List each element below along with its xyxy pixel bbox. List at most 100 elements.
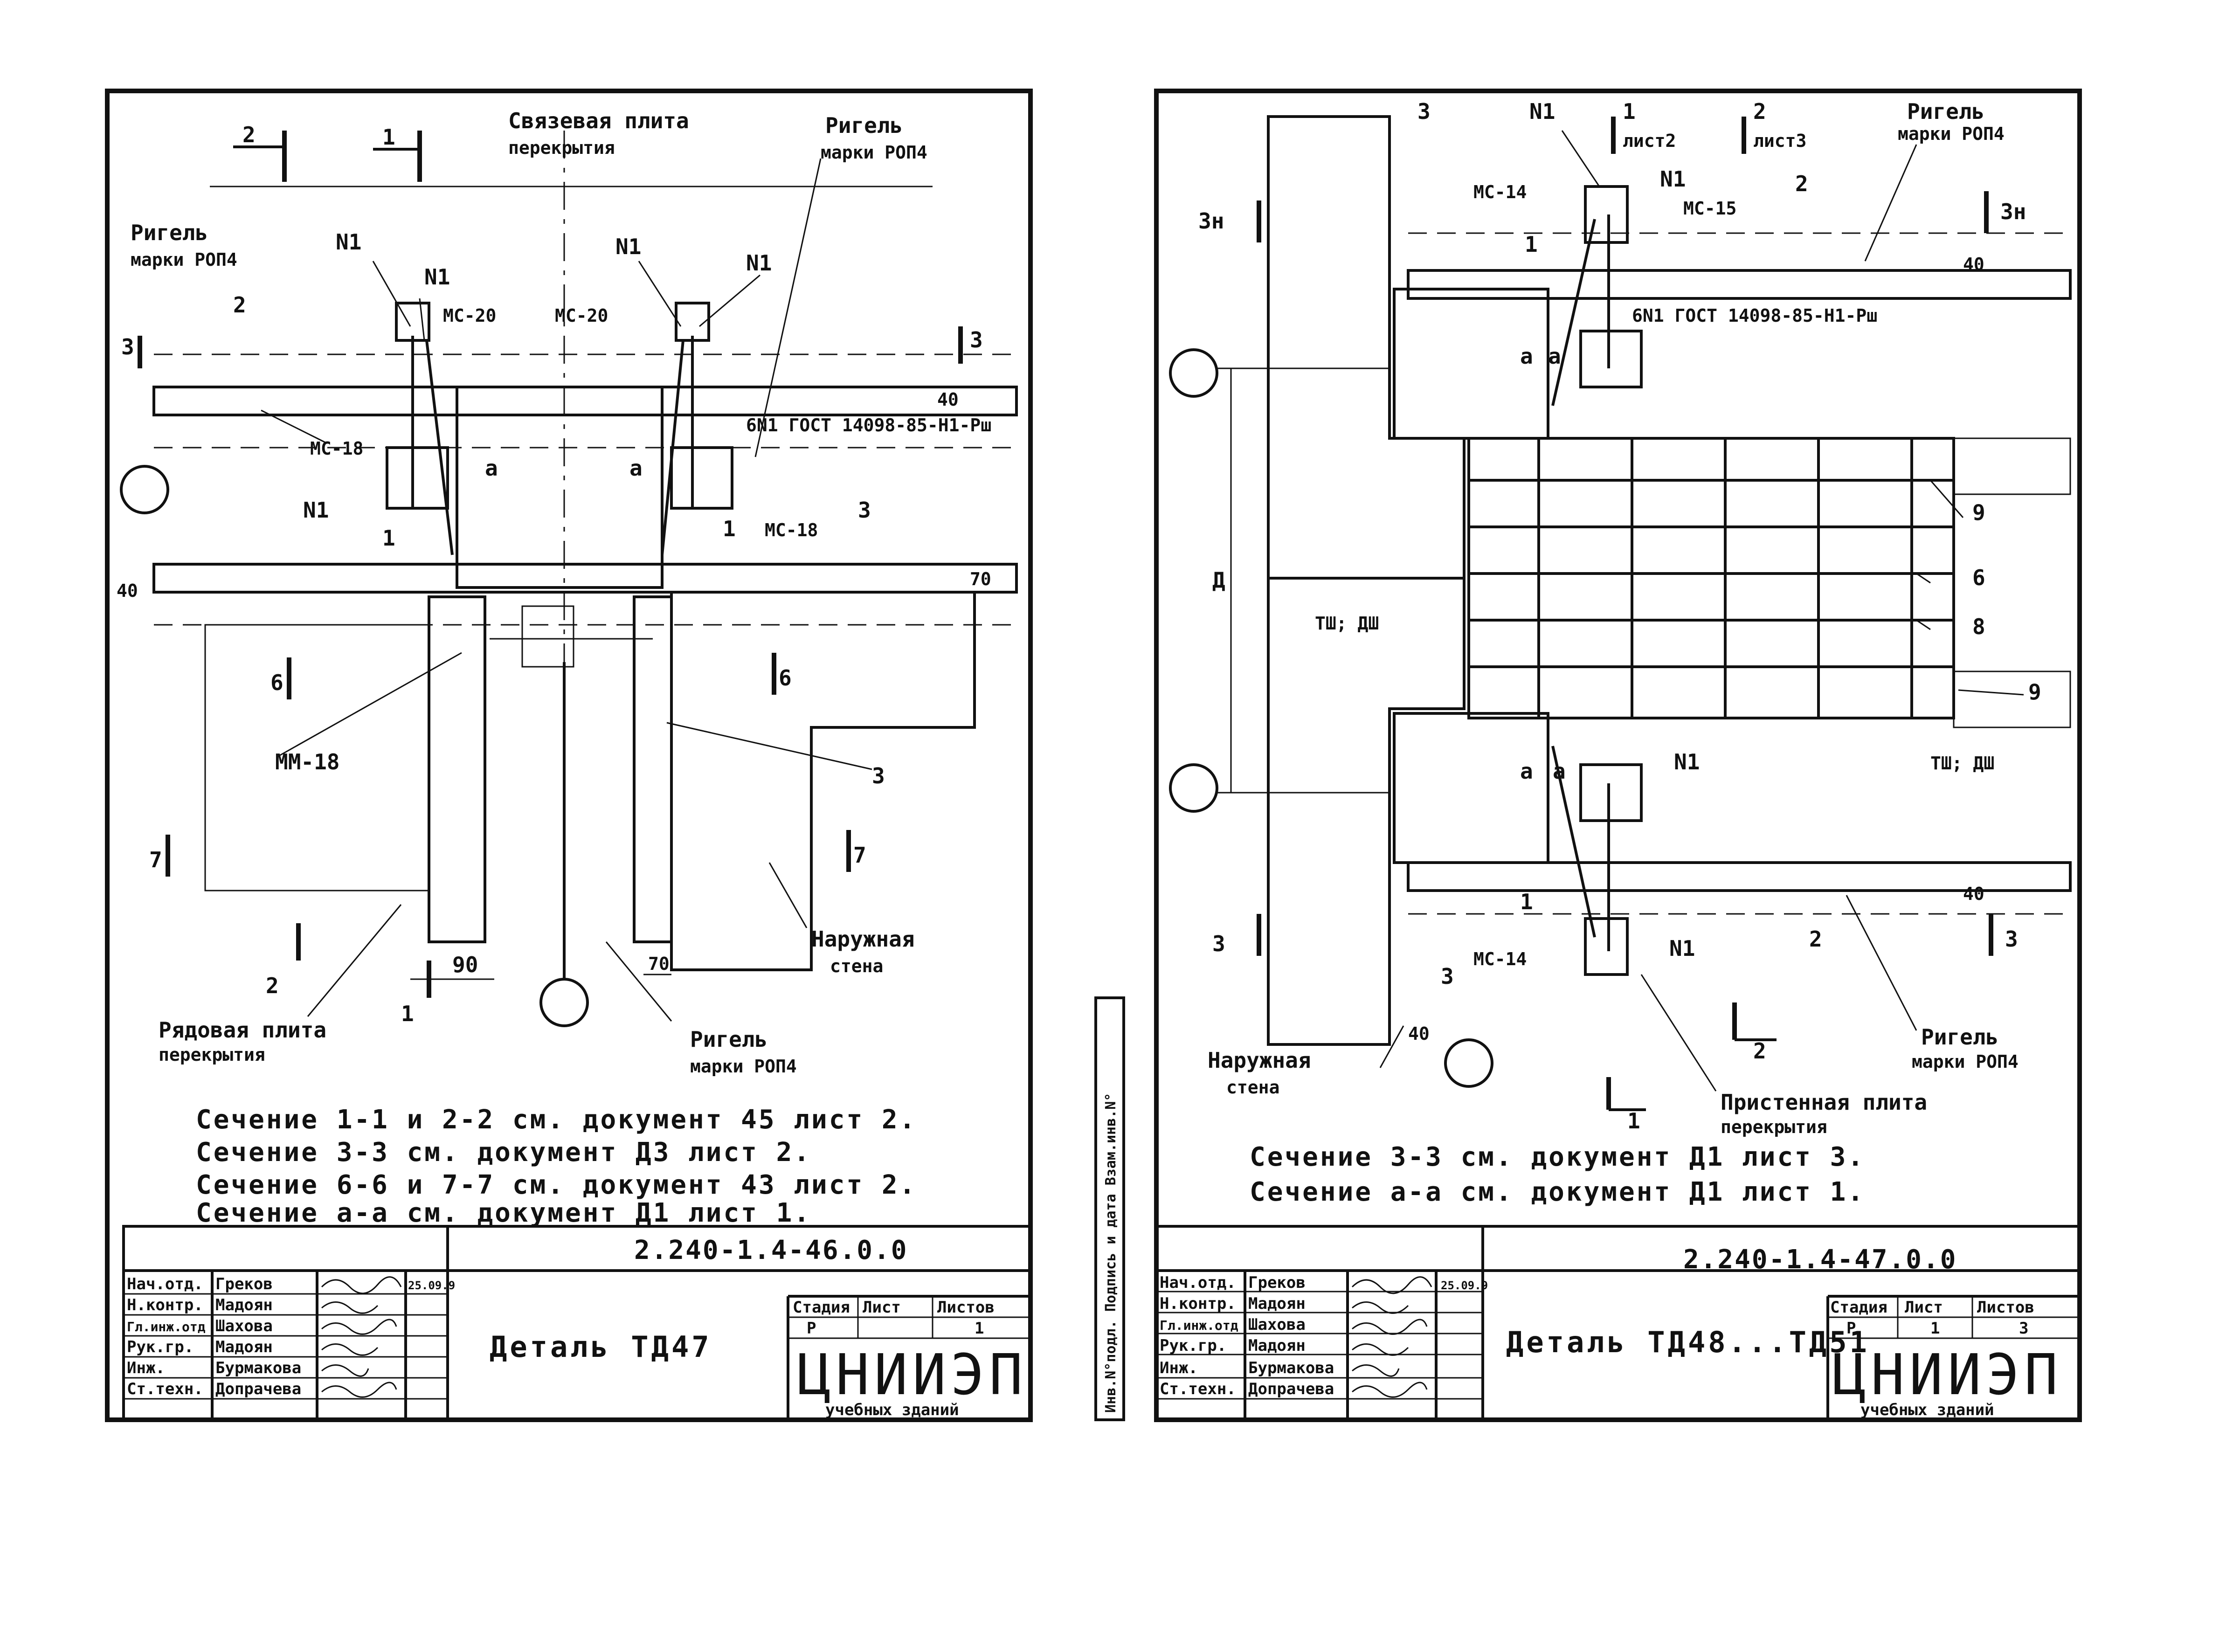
- right-role-3: Рук.гр.: [1160, 1336, 1226, 1355]
- right-section-marks: [1257, 117, 1993, 1111]
- right-name-3: Мадоян: [1248, 1336, 1306, 1355]
- leader-n1-b: [419, 298, 425, 341]
- r-label-tsh-dsh-a: ТШ; ДШ: [1315, 613, 1379, 634]
- right-sheets-value: 3: [2019, 1319, 2028, 1338]
- left-stage-header: Стадия: [793, 1298, 850, 1317]
- right-side-stamp-text: Инв.N°подл. Подпись и дата Взам.инв.N°: [1103, 1093, 1119, 1413]
- left-column-core: [456, 386, 664, 589]
- left-note-3: Сечение 6-6 и 7-7 см. документ 43 лист 2…: [196, 1170, 917, 1200]
- right-wall-slab: [1467, 437, 1955, 719]
- left-name-2: Шахова: [215, 1317, 273, 1335]
- right-slab-bottom: [1407, 861, 2072, 892]
- leader-girder-top: [754, 158, 822, 457]
- left-note-4: Сечение а-а см. документ Д1 лист 1.: [196, 1198, 811, 1228]
- r-label-num-2-b: 2: [1809, 926, 1822, 952]
- right-sheet-header: Лист: [1905, 1298, 1943, 1317]
- right-note-2: Сечение а-а см. документ Д1 лист 1.: [1250, 1177, 1865, 1207]
- r-leader-8: [1916, 619, 1931, 630]
- r-label-sheet2: лист2: [1623, 131, 1676, 151]
- r-label-wall-slab-1: Пристенная плита: [1721, 1090, 1927, 1115]
- r-label-num-9-a: 9: [1972, 500, 1985, 525]
- r-label-dim-40-b: 40: [1963, 884, 1984, 904]
- label-cut-3-left: 3: [121, 334, 134, 359]
- label-girder-top-1: Ригель: [825, 113, 903, 138]
- label-girder-bottom-1: Ригель: [690, 1027, 767, 1052]
- r-label-cut-3n-left: 3н: [1198, 208, 1224, 234]
- label-mc18-b: МС-18: [765, 520, 818, 540]
- right-name-2: Шахова: [1248, 1315, 1306, 1334]
- right-name-4: Бурмакова: [1248, 1359, 1334, 1377]
- label-dim-70-b: 70: [648, 954, 670, 974]
- right-outer-wall-lower: [1267, 577, 1466, 1046]
- left-role-5: Ст.техн.: [127, 1380, 203, 1398]
- label-dim-70-a: 70: [970, 569, 991, 589]
- label-mc20-b: МС-20: [555, 305, 608, 326]
- left-org-sub: учебных зданий: [825, 1401, 959, 1419]
- r-leader-6: [1916, 573, 1931, 584]
- right-stage-header: Стадия: [1830, 1298, 1887, 1317]
- label-cut-6-right: 6: [779, 665, 792, 691]
- left-strap-right: [661, 340, 684, 555]
- left-strap-left: [425, 340, 454, 555]
- r-label-n1-d: N1: [1669, 936, 1695, 961]
- r-label-num-6: 6: [1972, 565, 1985, 590]
- left-stage-value: Р: [807, 1319, 816, 1338]
- right-girder-9-bottom: [1953, 670, 2071, 728]
- left-sheets-value: 1: [975, 1319, 984, 1338]
- label-cut-1-bottom: 1: [401, 1001, 414, 1026]
- r-label-sheet3: лист3: [1753, 131, 1806, 151]
- label-n1-e: N1: [303, 498, 329, 523]
- left-name-5: Допрачева: [215, 1380, 301, 1398]
- label-girder-top-2: марки РОП4: [821, 142, 927, 163]
- r-label-n1-c: N1: [1674, 749, 1700, 774]
- right-girder-block-bottom: [1393, 712, 1549, 864]
- left-name-0: Греков: [215, 1275, 273, 1293]
- left-girder-left-web: [428, 595, 486, 943]
- r-label-girder-top-1: Ригель: [1907, 99, 1984, 124]
- left-sheet: Связевая плита перекрытия Ригель марки Р…: [105, 89, 1033, 1422]
- right-role-5: Ст.техн.: [1160, 1380, 1236, 1398]
- left-org-logo: ЦНИИЭП: [797, 1343, 1027, 1408]
- leader-n1-a: [372, 261, 411, 327]
- r-label-cut-1-bottom: 1: [1627, 1108, 1640, 1134]
- right-sheet-value: 1: [1930, 1319, 1940, 1338]
- label-mm18: ММ-18: [275, 749, 339, 774]
- left-signatures: [321, 1276, 402, 1398]
- label-cut-7-right: 7: [853, 843, 866, 868]
- r-label-num-1-b: 1: [1520, 889, 1533, 914]
- left-axis-marker-bottom: [539, 978, 589, 1027]
- label-ordinary-slab-1: Рядовая плита: [159, 1017, 326, 1043]
- right-name-5: Допрачева: [1248, 1380, 1334, 1398]
- right-role-4: Инж.: [1160, 1359, 1198, 1377]
- right-anchor-bottom-plate: [1579, 763, 1643, 822]
- leader-girder-bottom: [605, 941, 672, 1022]
- left-sheets-header: Листов: [937, 1298, 995, 1317]
- right-strap-top: [1551, 219, 1596, 406]
- right-axis-marker-bottom: [1444, 1038, 1493, 1088]
- left-lower-slab-band: [152, 563, 1018, 594]
- label-cut-2-top: 2: [242, 122, 256, 147]
- right-anchor-top-small: [1584, 185, 1629, 244]
- r-leader-wall-slab: [1640, 974, 1717, 1092]
- r-label-mc14-b: МС-14: [1473, 949, 1527, 969]
- right-rebar-grid: [1469, 438, 1954, 718]
- r-label-mc15: МС-15: [1683, 198, 1736, 219]
- r-label-n1-a: N1: [1529, 99, 1555, 124]
- r-label-a-1: а: [1520, 344, 1533, 369]
- label-girder-bottom-2: марки РОП4: [690, 1056, 797, 1077]
- right-outer-wall-upper: [1267, 115, 1466, 580]
- label-a-1: а: [485, 456, 498, 481]
- r-label-outer-wall-2: стена: [1226, 1077, 1279, 1098]
- right-sheets-header: Листов: [1977, 1298, 2034, 1317]
- r-label-girder-bottom-2: марки РОП4: [1912, 1051, 2019, 1072]
- leader-outer-wall: [768, 862, 808, 928]
- label-num-3: 3: [858, 498, 871, 523]
- leader-3: [666, 722, 872, 770]
- left-name-3: Мадоян: [215, 1338, 273, 1356]
- right-role-1: Н.контр.: [1160, 1294, 1236, 1313]
- right-role-0: Нач.отд.: [1160, 1273, 1236, 1292]
- label-n1-d: N1: [746, 250, 772, 276]
- leader-mm18: [279, 652, 462, 756]
- label-ordinary-slab-2: перекрытия: [159, 1044, 265, 1065]
- r-label-girder-top-2: марки РОП4: [1898, 124, 2005, 144]
